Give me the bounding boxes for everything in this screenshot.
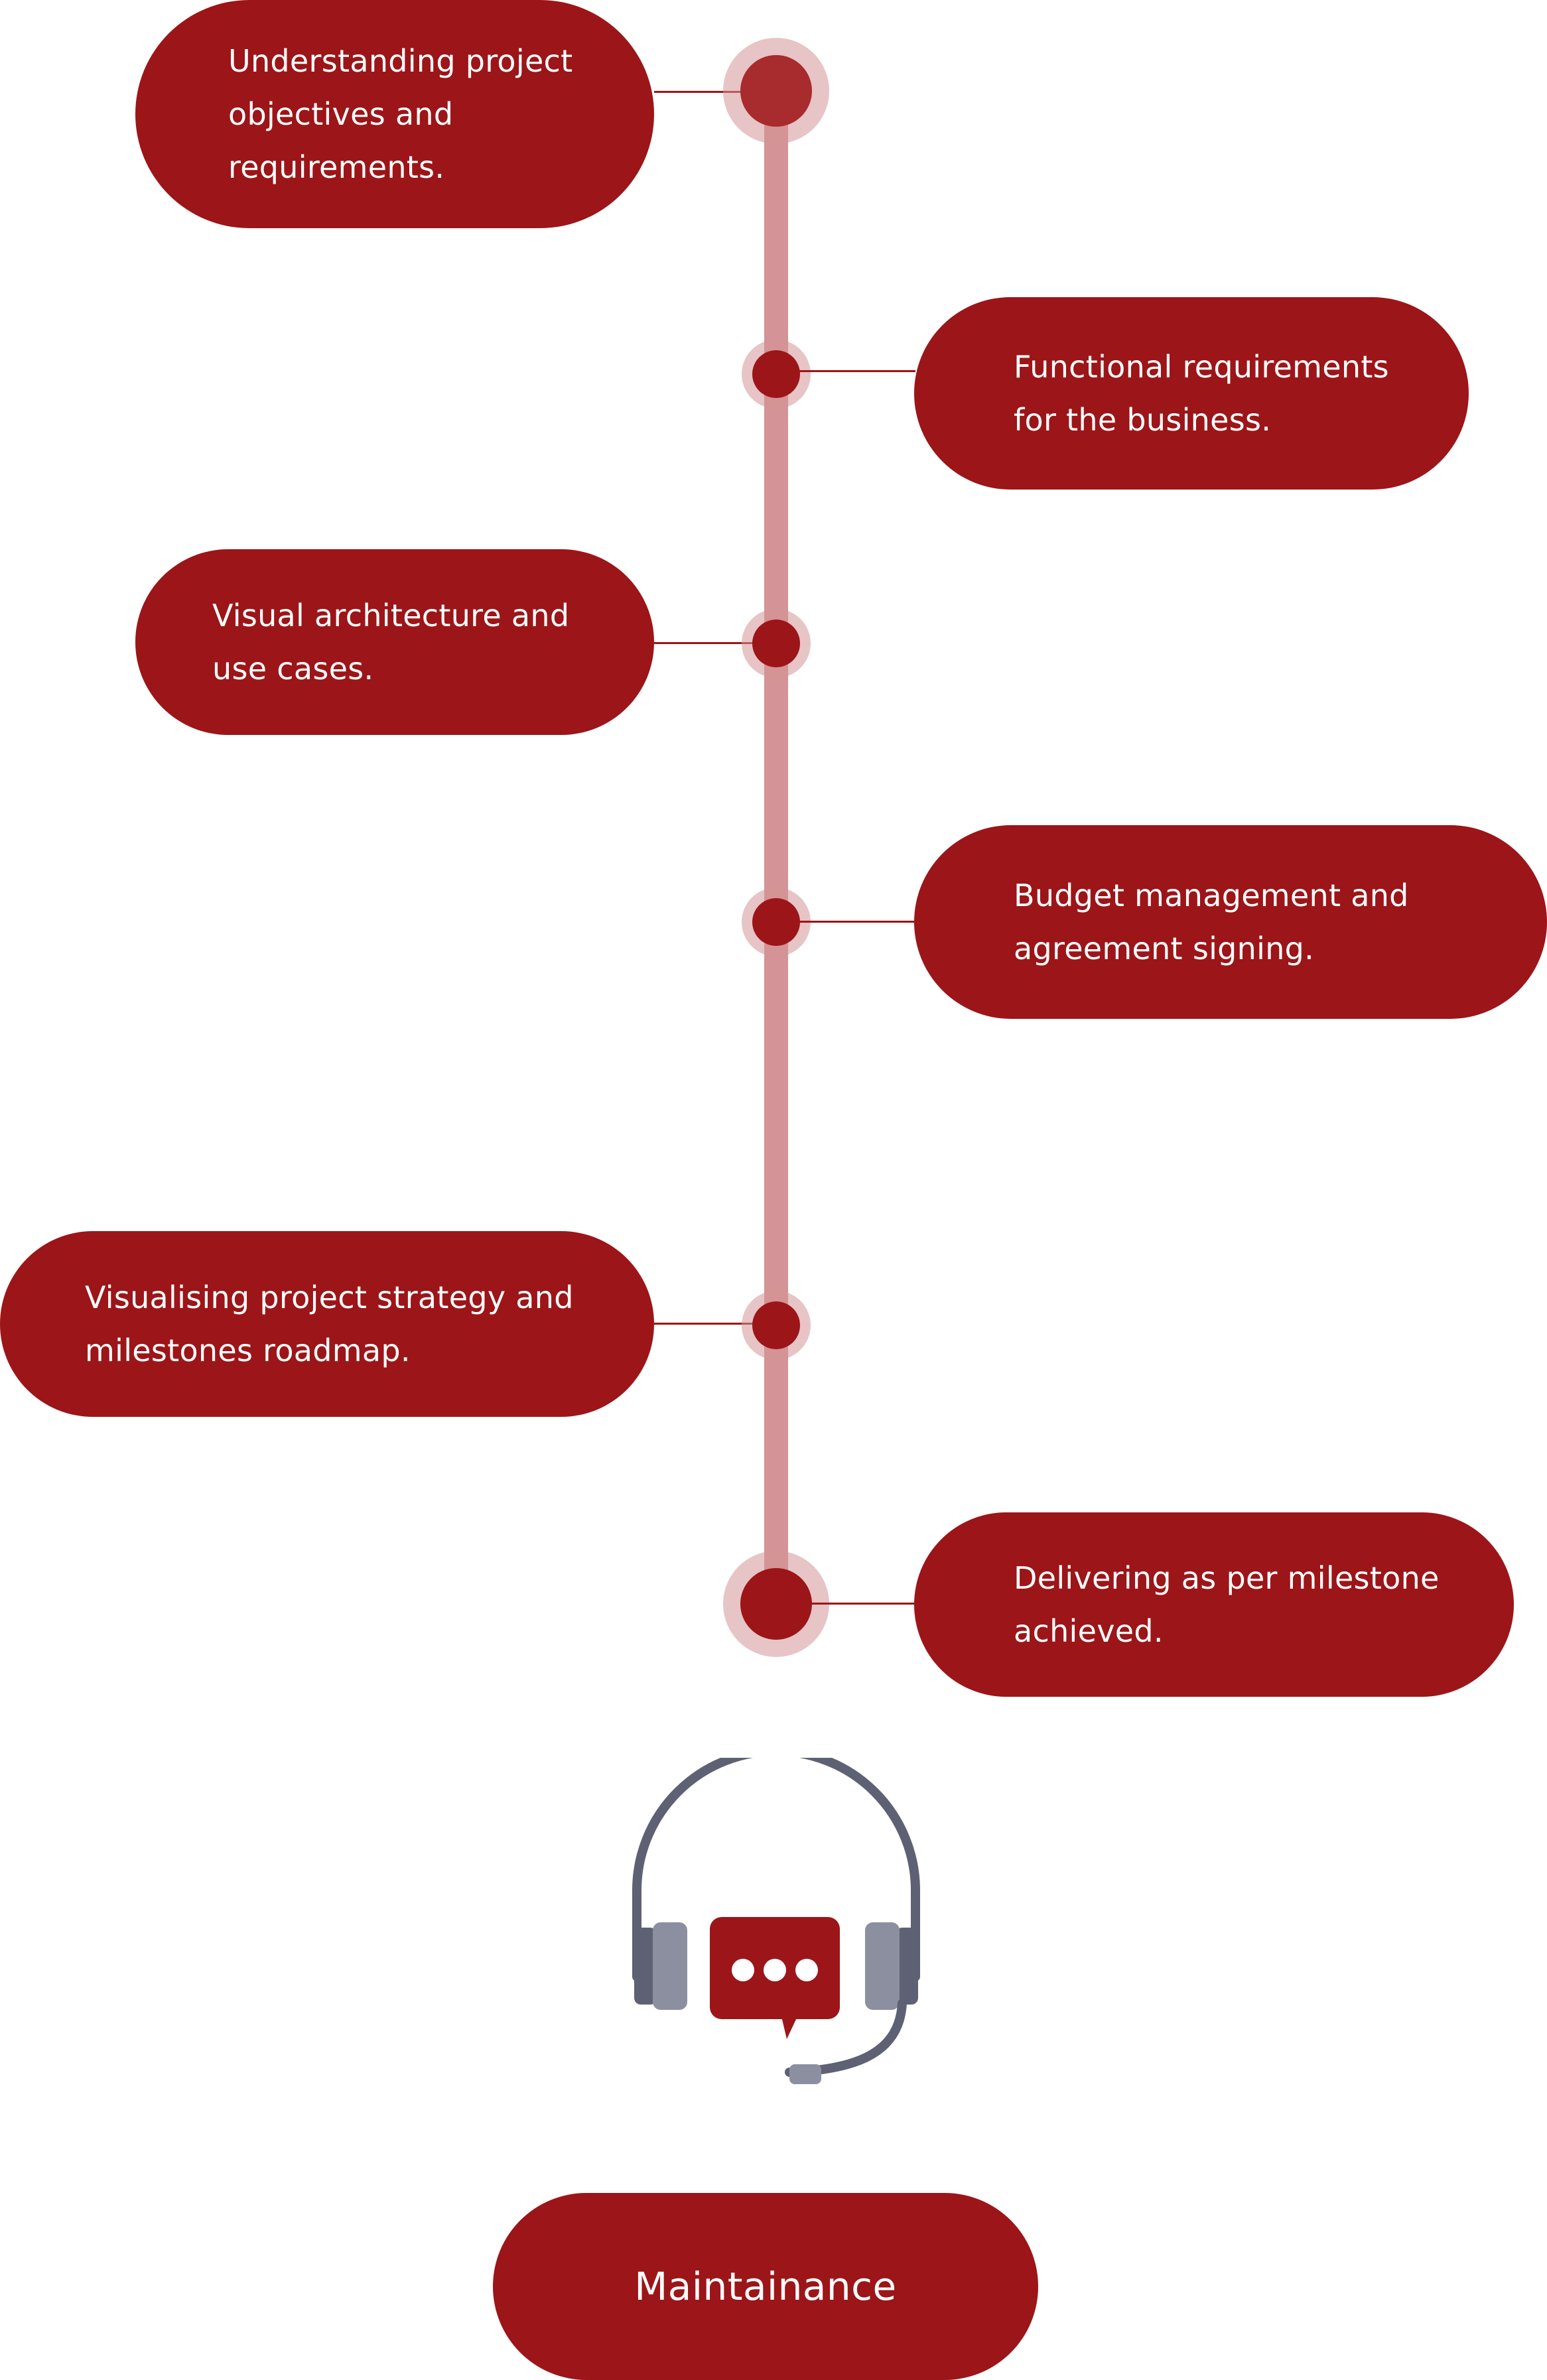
headset-chat-icon [624, 1747, 929, 2103]
connector-3 [654, 642, 776, 644]
timeline-node-3 [752, 620, 800, 667]
step-card-6: Delivering as per milestone achieved. [914, 1512, 1514, 1697]
timeline-node-2 [752, 350, 800, 398]
step-text-5: Visualising project strategy and milesto… [85, 1280, 574, 1368]
timeline-node-1 [740, 55, 812, 127]
step-card-1: Understanding project objectives and req… [135, 0, 654, 228]
timeline-spine [764, 93, 788, 1619]
connector-6 [796, 1603, 915, 1605]
step-card-3: Visual architecture and use cases. [135, 549, 654, 735]
step-text-6: Delivering as per milestone achieved. [1014, 1560, 1440, 1649]
connector-2 [776, 370, 915, 372]
step-text-2: Functional requirements for the business… [1014, 349, 1389, 438]
connector-1 [654, 91, 776, 93]
step-card-2: Functional requirements for the business… [914, 297, 1469, 490]
timeline-node-5 [752, 1301, 800, 1349]
step-text-1: Understanding project objectives and req… [228, 43, 573, 185]
maintenance-label: Maintainance [634, 2264, 897, 2309]
step-card-4: Budget management and agreement signing. [914, 825, 1547, 1019]
connector-5 [654, 1323, 776, 1325]
connector-4 [776, 921, 915, 923]
step-text-3: Visual architecture and use cases. [212, 598, 570, 687]
maintenance-badge: Maintainance [493, 2193, 1038, 2380]
step-card-5: Visualising project strategy and milesto… [0, 1231, 654, 1417]
step-text-4: Budget management and agreement signing. [1014, 878, 1409, 966]
